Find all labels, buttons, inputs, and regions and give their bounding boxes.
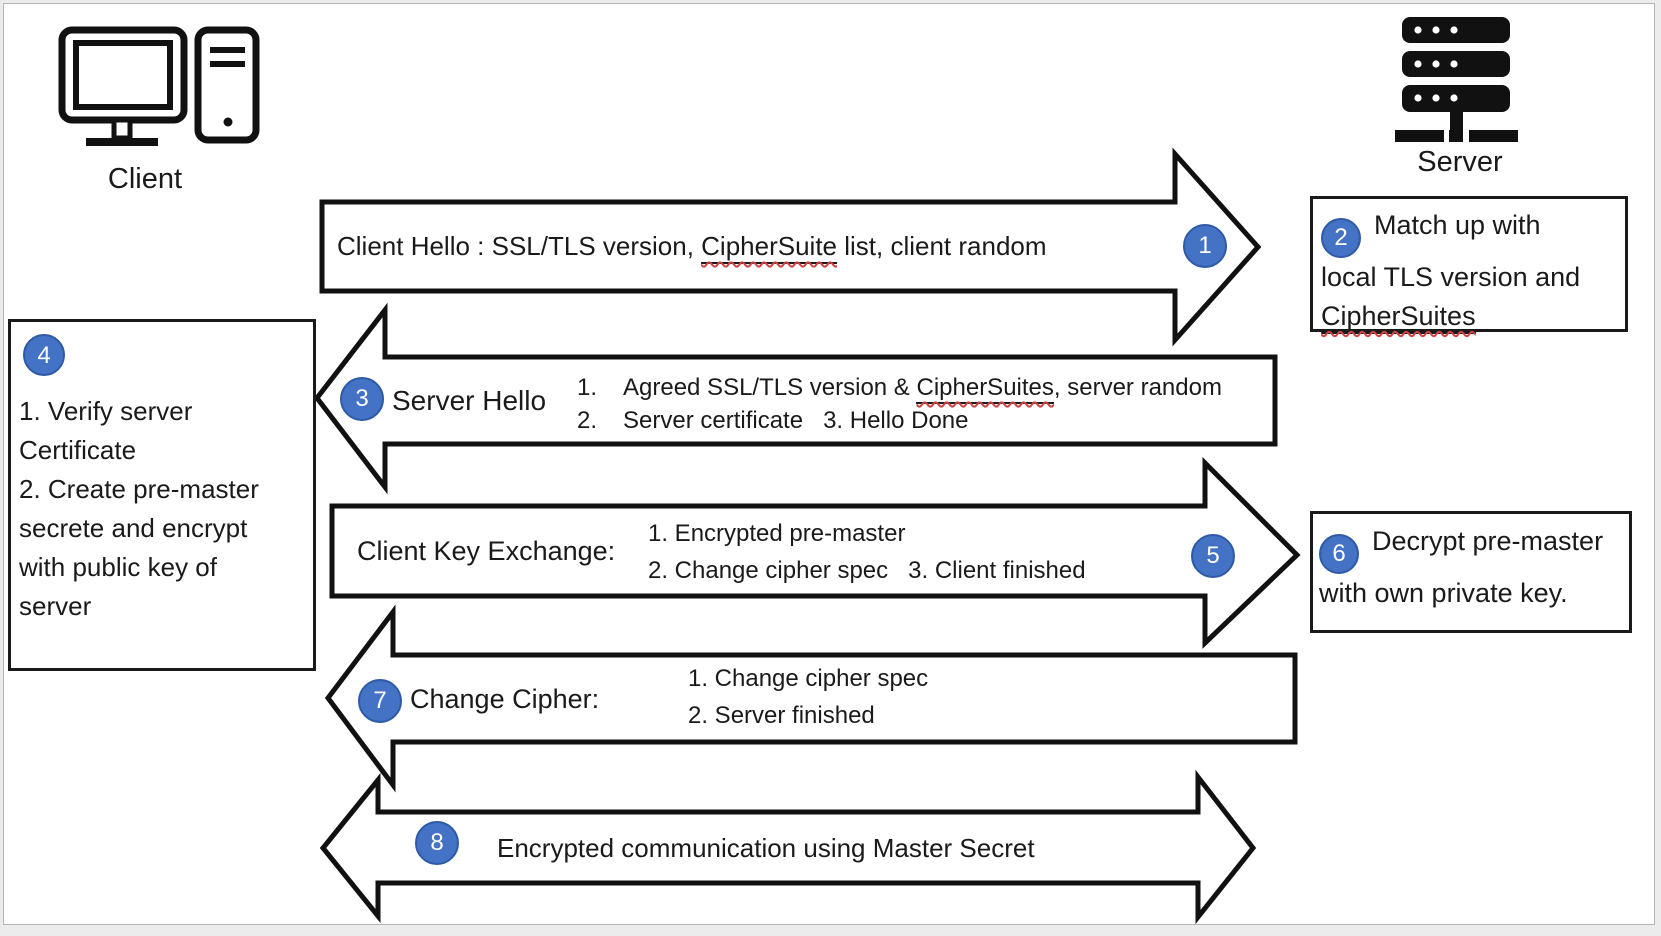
server-hello-item-2: 2. Server certificate 3. Hello Done [577,404,1222,437]
box4-line-2: Certificate [19,435,137,465]
box4-line-6: server [19,591,92,621]
arrow-client-key-exchange-list: 1. Encrypted pre-master 2. Change cipher… [648,515,1086,589]
box6-line1-text: Decrypt pre-master [1372,526,1604,556]
client-hello-text-post: list, client random [837,231,1047,261]
box2-line1-text: Match up with [1374,210,1541,240]
badge-step-2: 2 [1321,217,1361,258]
change-cipher-item-1: 1. Change cipher spec [688,665,929,692]
badge-step-8: 8 [415,821,459,865]
badge-step-3: 3 [340,377,384,421]
change-cipher-item-2: 2. Server finished [688,702,875,729]
arrow-server-hello-shape [313,302,1278,495]
arrow-encrypted-communication-text: Encrypted communication using Master Sec… [497,832,1035,863]
server-rack-icon [1395,17,1518,142]
badge-step-5: 5 [1191,534,1235,578]
client-hello-ciphersuite-word: CipherSuite [701,231,838,264]
arrow-change-cipher-list: 1. Change cipher spec 2. Server finished [688,660,928,734]
badge-step-6: 6 [1319,534,1359,574]
arrow-change-cipher-title: Change Cipher: [410,683,600,714]
arrow-server-hello-list: 1. Agreed SSL/TLS version & CipherSuites… [577,371,1222,437]
server-hello-item2-num: 2. [577,407,598,434]
arrow-client-key-exchange-title: Client Key Exchange: [357,535,616,566]
server-hello-item1-num: 1. [577,374,598,401]
server-hello-item1-pre: Agreed SSL/TLS version & [623,374,917,401]
server-hello-item2-text: Server certificate 3. Hello Done [623,407,969,434]
box-verify-certificate: 4 1. Verify server Certificate 2. Create… [8,319,316,671]
box-match-tls-version: 2 Match up with local TLS version and Cip… [1310,196,1628,334]
box4-line-4: secrete and encrypt [19,513,248,543]
box6-line1: 6 Decrypt pre-master [1319,522,1623,574]
arrow-server-hello-title: Server Hello [392,385,547,416]
arrow-client-hello-text: Client Hello : SSL/TLS version, CipherSu… [337,202,1047,291]
arrow-client-key-exchange-shape [329,456,1301,649]
box4-line-3: 2. Create pre-master [19,474,259,504]
client-key-exchange-item-1: 1. Encrypted pre-master [648,520,906,547]
arrow-client-hello-shape [319,147,1262,347]
box2-line3: CipherSuites [1321,297,1617,336]
server-hello-ciphersuites-word: CipherSuites [916,374,1054,404]
badge-step-7: 7 [358,679,402,723]
box6-line2-text: with own private key. [1319,578,1568,608]
client-computer-icon [58,26,260,146]
box-decrypt-premaster: 6 Decrypt pre-master with own private key… [1310,511,1632,633]
badge-step-1: 1 [1183,224,1227,268]
box2-line2-text: local TLS version and [1321,261,1581,292]
client-key-exchange-item-2: 2. Change cipher spec 3. Client finished [648,557,1086,584]
client-hello-text-pre: Client Hello : SSL/TLS version, [337,231,702,261]
badge-step-4: 4 [23,334,65,376]
server-hello-item1-post: , server random [1053,374,1222,401]
arrow-encrypted-communication-shape [319,769,1257,925]
arrow-change-cipher-shape [324,604,1298,793]
server-hello-item-1: 1. Agreed SSL/TLS version & CipherSuites… [577,371,1222,404]
box2-line1: 2 Match up with [1321,206,1617,258]
server-label: Server [1417,146,1503,178]
client-label: Client [107,163,183,195]
box4-line-5: with public key of [19,552,217,582]
box2-ciphersuites-word: CipherSuites [1321,300,1476,334]
box4-line-1: 1. Verify server [19,396,193,426]
